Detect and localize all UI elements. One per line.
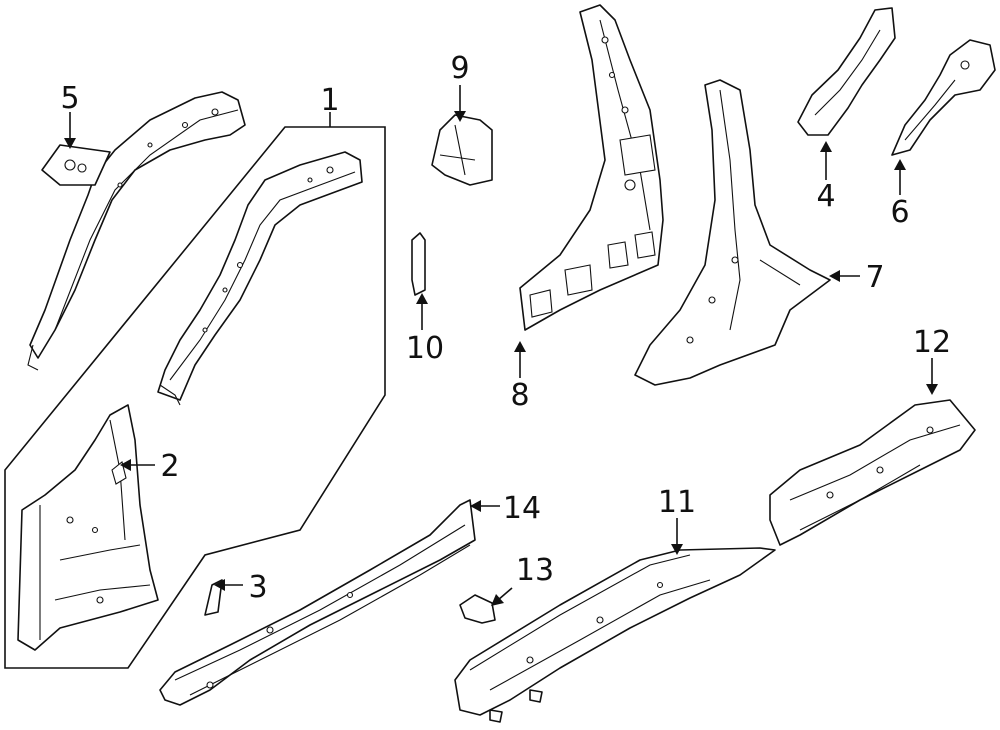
leaders	[64, 85, 938, 606]
part-8	[519, 4, 664, 331]
callout-8: 8	[510, 378, 529, 413]
callout-13: 13	[516, 553, 554, 588]
part-1-inner	[157, 151, 363, 406]
callout-4: 4	[816, 179, 835, 214]
callout-1: 1	[320, 83, 339, 118]
part-9	[431, 114, 493, 186]
callout-9: 9	[450, 51, 469, 86]
part-11	[454, 547, 776, 723]
callout-10: 10	[406, 331, 444, 366]
part-5	[27, 91, 246, 371]
part-14	[159, 499, 476, 706]
part-6	[891, 39, 996, 156]
callout-6: 6	[890, 195, 909, 230]
part-7	[634, 79, 831, 386]
callout-11: 11	[658, 485, 696, 520]
part-3	[204, 579, 223, 616]
part-12	[769, 399, 976, 546]
part-4	[797, 7, 896, 136]
group-1-outline	[4, 126, 386, 669]
part-2	[17, 404, 159, 651]
part-10	[411, 232, 426, 296]
callout-5: 5	[60, 81, 79, 116]
part-13	[459, 594, 496, 624]
callout-12: 12	[913, 325, 951, 360]
callout-3: 3	[248, 570, 267, 605]
callout-14: 14	[503, 491, 541, 526]
callout-2: 2	[160, 449, 179, 484]
callout-7: 7	[865, 260, 884, 295]
